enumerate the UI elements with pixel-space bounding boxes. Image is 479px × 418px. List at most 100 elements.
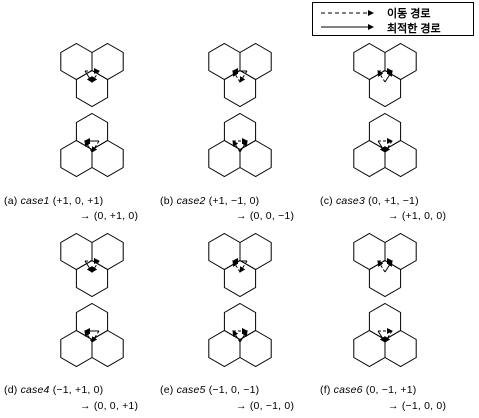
caption-tag: (a) [4, 195, 18, 207]
caption-to: (0, 0, −1) [249, 210, 295, 222]
moving-path-arrow [377, 260, 386, 273]
moving-path-arrow [91, 260, 100, 273]
arrow-icon: → [80, 400, 91, 412]
hex-cell [353, 329, 386, 368]
optimal-path-arrow [239, 330, 248, 343]
hex-cell [75, 302, 109, 341]
hex-cluster [353, 302, 417, 368]
optimal-path-arrow [384, 260, 393, 273]
hex-cell [75, 112, 109, 151]
legend-label-dashed: 이동 경로 [387, 8, 431, 20]
optimal-path-arrow [239, 140, 248, 153]
arrow-icon: → [388, 210, 399, 222]
arrow-icon: → [236, 400, 247, 412]
hex-cell [239, 42, 272, 81]
hex-cell [368, 302, 402, 341]
hex-cell [91, 232, 124, 271]
hex-cell [239, 329, 272, 368]
hex-cluster [60, 42, 124, 108]
caption-from: (−1, 0, −1) [208, 384, 260, 396]
hex-cluster [208, 232, 272, 298]
caption-name: case4 [20, 384, 50, 396]
moving-path-arrow [91, 330, 100, 343]
hex-cell [91, 329, 124, 368]
moving-path-arrow [239, 260, 248, 273]
moving-path-arrow [91, 70, 100, 83]
caption-e-result: → (0, −1, 0) [236, 400, 294, 412]
hex-cluster [353, 232, 417, 298]
caption-e: (e) case5 (−1, 0, −1) [160, 384, 259, 396]
arrow-icon: → [236, 210, 247, 222]
hex-cell [353, 232, 386, 271]
hex-cell [223, 259, 257, 298]
caption-tag: (d) [4, 384, 18, 396]
optimal-path-arrow [377, 140, 386, 153]
caption-name: case6 [333, 384, 363, 396]
caption-tag: (c) [320, 195, 333, 207]
caption-a-result: → (0, +1, 0) [80, 210, 138, 222]
caption-to: (−1, 0, 0) [401, 400, 447, 412]
hex-cell [368, 259, 402, 298]
hex-cell [75, 69, 109, 108]
hex-cell [353, 42, 386, 81]
hex-cell [91, 42, 124, 81]
optimal-path-arrow [84, 70, 93, 83]
caption-name: case2 [176, 195, 206, 207]
moving-path-arrow [232, 330, 241, 343]
caption-tag: (e) [160, 384, 174, 396]
hex-cell [239, 232, 272, 271]
hex-cluster [208, 112, 272, 178]
caption-to: (+1, 0, 0) [401, 210, 447, 222]
caption-to: (0, 0, +1) [93, 400, 139, 412]
moving-path-arrow [384, 140, 393, 153]
moving-path-arrow [384, 330, 393, 343]
caption-f: (f) case6 (0, −1, +1) [320, 384, 416, 396]
hex-cell [368, 69, 402, 108]
hex-cluster [208, 42, 272, 108]
moving-path-arrow [232, 140, 241, 153]
optimal-path-arrow [384, 70, 393, 83]
hex-cell [223, 112, 257, 151]
hex-cell [208, 232, 241, 271]
caption-d: (d) case4 (−1, +1, 0) [4, 384, 103, 396]
caption-name: case5 [176, 384, 206, 396]
arrow-icon: → [80, 210, 91, 222]
hex-cluster [60, 112, 124, 178]
hex-cluster [60, 302, 124, 368]
caption-from: (+1, −1, 0) [208, 195, 260, 207]
caption-a: (a) case1 (+1, 0, +1) [4, 195, 103, 207]
optimal-path-arrow [377, 330, 386, 343]
hex-cell [384, 329, 417, 368]
hex-cell [223, 69, 257, 108]
caption-from: (0, −1, +1) [365, 384, 417, 396]
hex-cluster [208, 302, 272, 368]
hex-cell [223, 302, 257, 341]
caption-b-result: → (0, 0, −1) [236, 210, 294, 222]
legend-box: 이동 경로 최적한 경로 [312, 2, 474, 36]
caption-tag: (f) [320, 384, 331, 396]
caption-tag: (b) [160, 195, 174, 207]
legend-label-solid: 최적한 경로 [387, 23, 441, 35]
caption-to: (0, −1, 0) [249, 400, 295, 412]
hex-cluster [353, 42, 417, 108]
hex-cell [239, 139, 272, 178]
caption-f-result: → (−1, 0, 0) [388, 400, 446, 412]
hex-cell [208, 42, 241, 81]
caption-name: case1 [20, 195, 50, 207]
legend-lines [321, 10, 374, 30]
moving-path-arrow [377, 70, 386, 83]
hex-cluster [353, 112, 417, 178]
hex-cluster [60, 232, 124, 298]
hex-cell [60, 139, 93, 178]
hex-cell [60, 329, 93, 368]
caption-from: (−1, +1, 0) [52, 384, 104, 396]
caption-c-result: → (+1, 0, 0) [388, 210, 446, 222]
caption-from: (+1, 0, +1) [52, 195, 104, 207]
caption-c: (c) case3 (0, +1, −1) [320, 195, 419, 207]
hex-cell [368, 112, 402, 151]
caption-b: (b) case2 (+1, −1, 0) [160, 195, 259, 207]
hex-cell [91, 139, 124, 178]
hex-cell [384, 139, 417, 178]
optimal-path-arrow [84, 260, 93, 273]
